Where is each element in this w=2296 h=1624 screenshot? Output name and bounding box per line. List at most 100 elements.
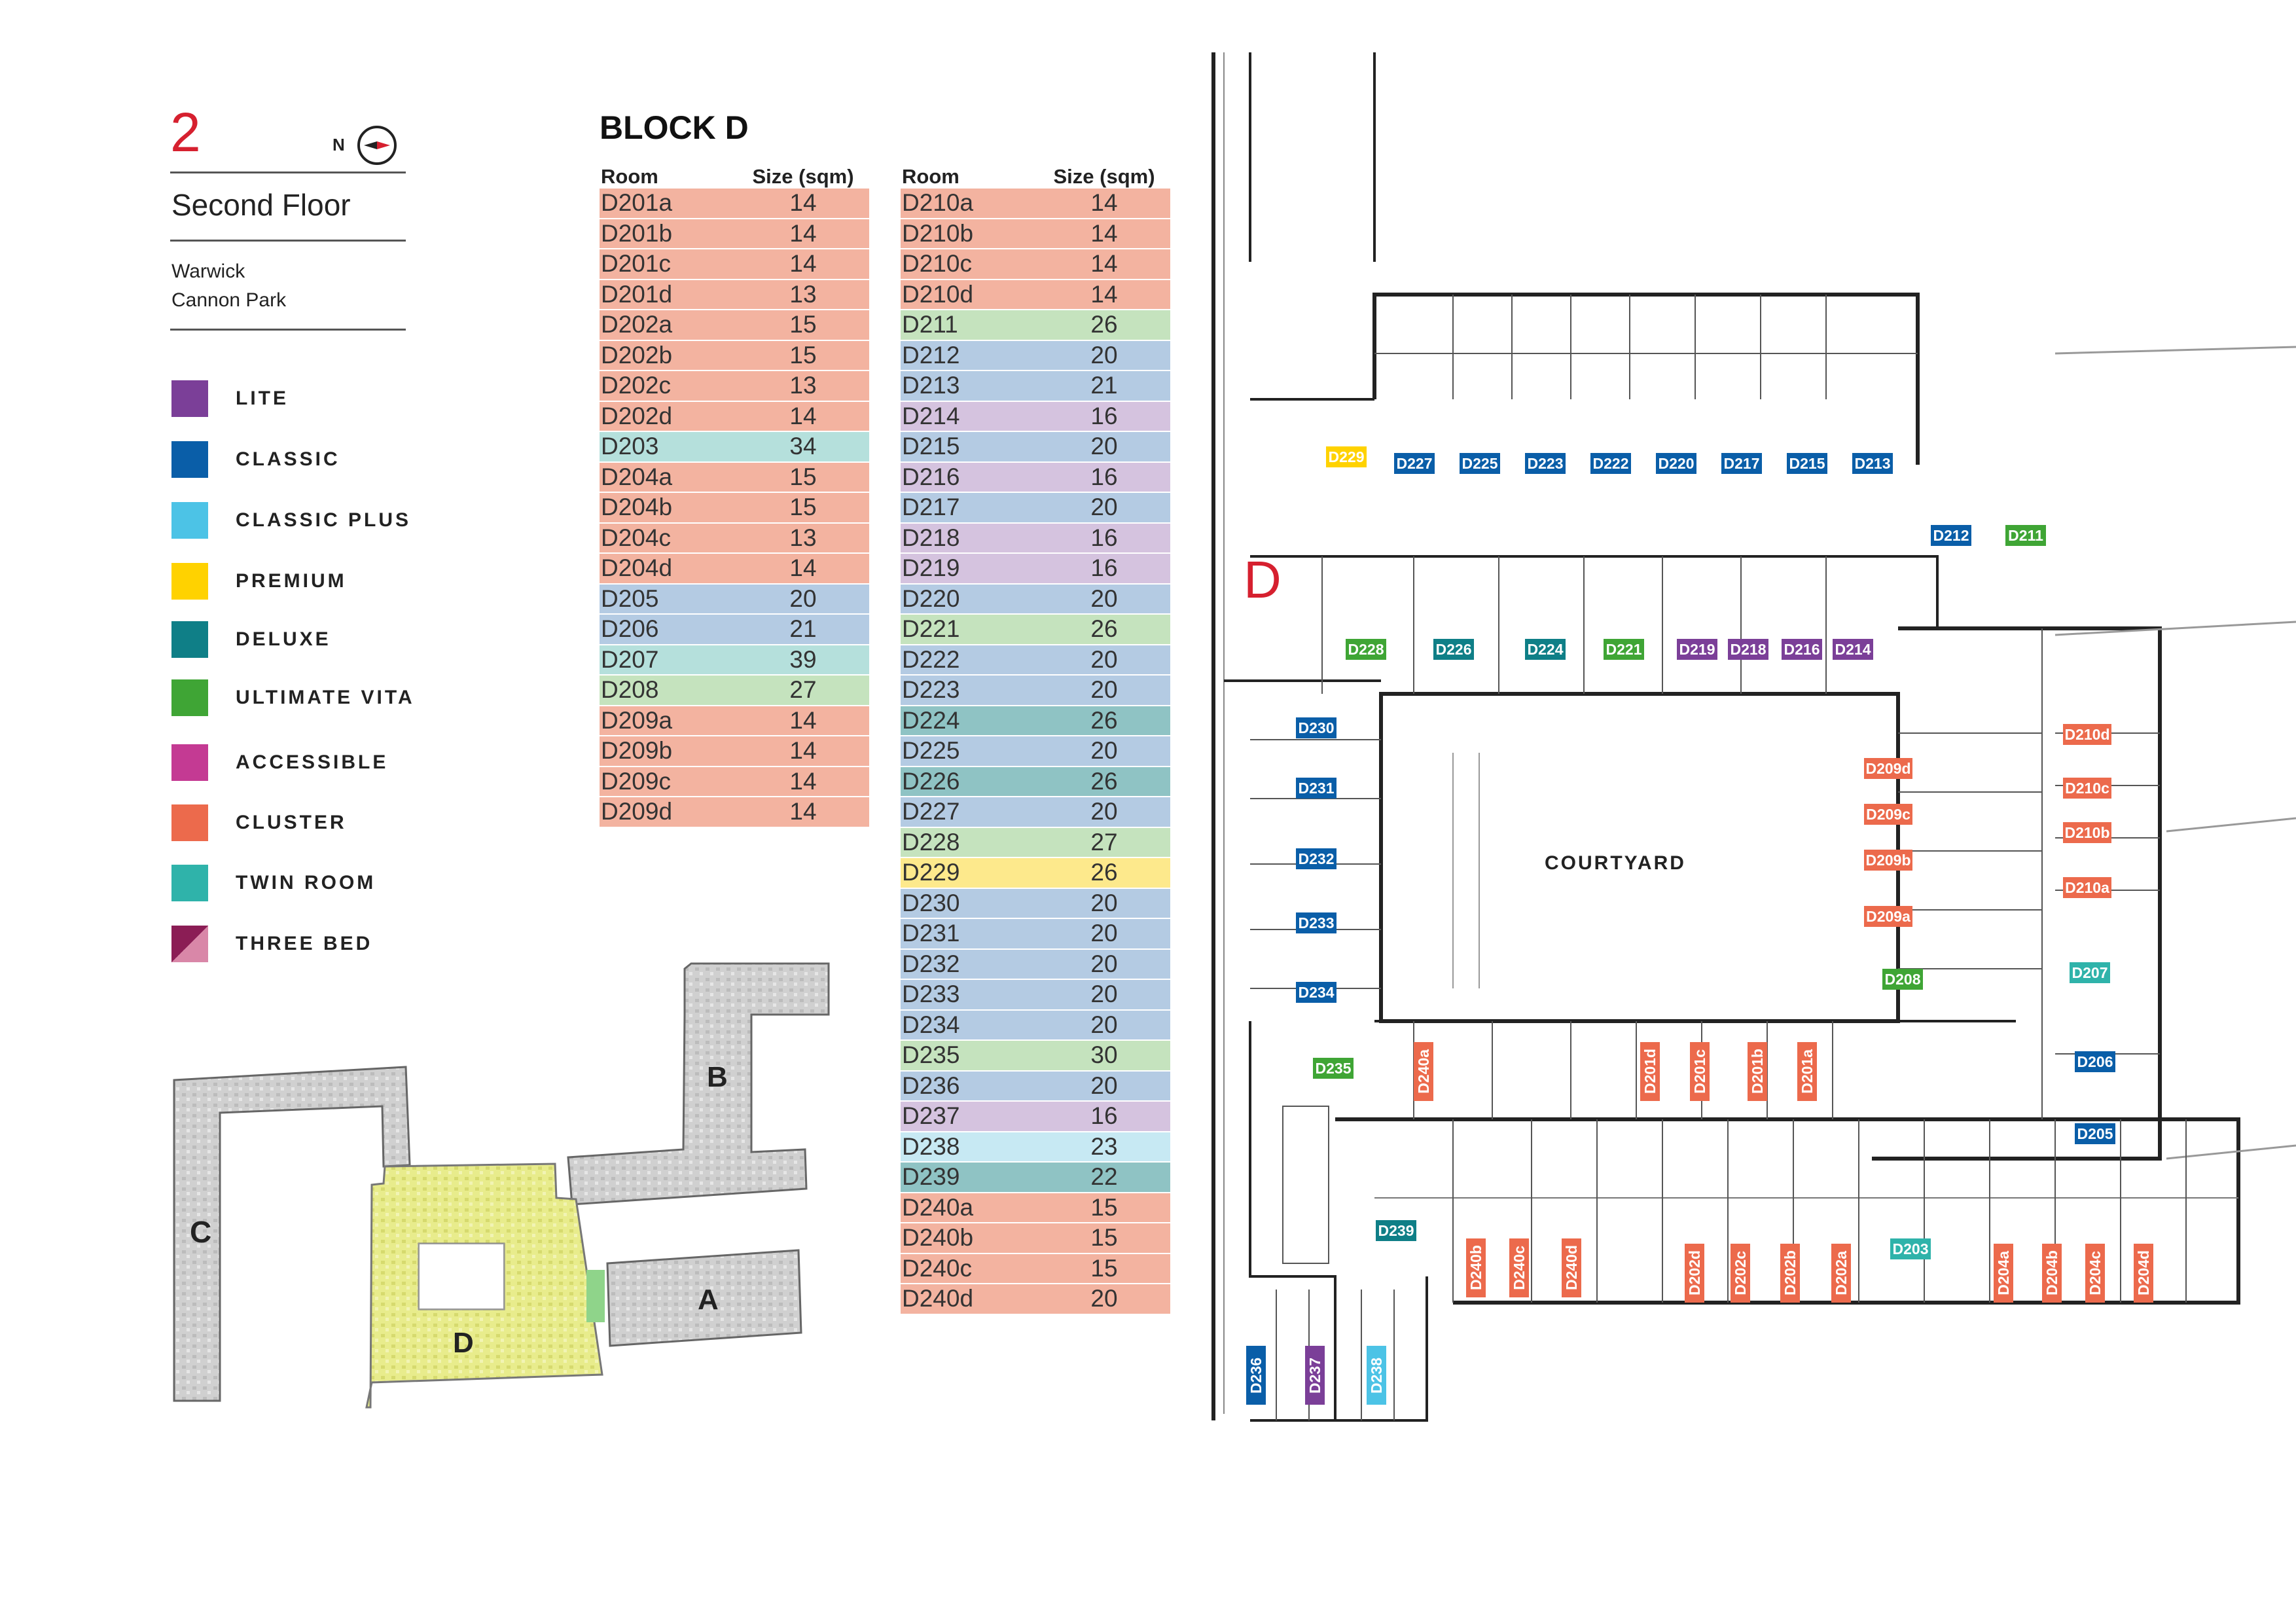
room-size-cell: 20: [1037, 736, 1170, 767]
compass-icon: N: [332, 126, 397, 165]
location-line: Cannon Park: [171, 289, 287, 311]
room-tag-d221: D221: [1604, 639, 1644, 660]
room-size-cell: 14: [736, 249, 869, 280]
room-tag-label: D233: [1298, 914, 1335, 931]
room-size-cell: 20: [1037, 1070, 1170, 1102]
room-size-cell: 20: [1037, 1009, 1170, 1041]
room-size-cell: 20: [1037, 979, 1170, 1011]
room-id-cell: D204a: [600, 461, 736, 493]
room-tag-d202b: D202b: [1780, 1244, 1800, 1303]
room-tag-d240d: D240d: [1562, 1238, 1581, 1297]
room-tag-d210d: D210d: [2063, 724, 2111, 745]
room-tag-label: D226: [1435, 640, 1472, 658]
room-tag-label: D206: [2077, 1053, 2113, 1070]
room-id-cell: D240a: [901, 1192, 1037, 1223]
room-tag-label: D201d: [1641, 1049, 1659, 1094]
room-size-cell: 26: [1037, 857, 1170, 889]
room-tag-d229: D229: [1326, 446, 1367, 467]
room-size-cell: 26: [1037, 766, 1170, 797]
room-id-cell: D233: [901, 979, 1037, 1011]
legend-item: DELUXE: [171, 621, 331, 659]
room-id-cell: D239: [901, 1162, 1037, 1193]
room-id-cell: D232: [901, 948, 1037, 980]
legend-item: THREE BED: [171, 925, 372, 963]
room-tag-label: D218: [1730, 640, 1767, 658]
room-size-cell: 26: [1037, 614, 1170, 645]
room-size-cell: 20: [1037, 888, 1170, 919]
room-tag-label: D240c: [1510, 1246, 1528, 1290]
room-tag-label: D210c: [2065, 779, 2109, 797]
room-tag-d201a: D201a: [1797, 1042, 1817, 1101]
legend-label: PREMIUM: [236, 570, 347, 592]
column-header-room: Room: [902, 165, 960, 188]
room-tag-d210b: D210b: [2063, 822, 2111, 843]
room-size-cell: 20: [1037, 340, 1170, 371]
room-tag-label: D202c: [1731, 1251, 1749, 1295]
room-tag-d205: D205: [2075, 1123, 2115, 1144]
room-tag-label: D212: [1933, 526, 1969, 544]
room-tag-label: D234: [1298, 983, 1335, 1001]
room-tag-d210a: D210a: [2063, 877, 2111, 898]
room-tag-label: D230: [1298, 719, 1335, 736]
room-tag-d204a: D204a: [1994, 1244, 2013, 1303]
room-tag-d240a: D240a: [1414, 1042, 1433, 1101]
room-tag-d201b: D201b: [1748, 1042, 1767, 1101]
room-id-cell: D209a: [600, 705, 736, 736]
room-id-cell: D214: [901, 401, 1037, 432]
room-tag-d206: D206: [2075, 1051, 2115, 1072]
room-size-cell: 27: [736, 675, 869, 706]
room-tag-d216: D216: [1782, 639, 1822, 660]
block-c-shape: [173, 1066, 411, 1402]
room-id-cell: D210d: [901, 279, 1037, 310]
room-tag-d210c: D210c: [2063, 778, 2111, 799]
room-tag-label: D204c: [2086, 1251, 2104, 1295]
room-tag-d233: D233: [1296, 912, 1336, 933]
floor-plan-drawing: [1211, 52, 2296, 1422]
room-size-cell: 14: [736, 189, 869, 219]
room-size-cell: 26: [1037, 705, 1170, 736]
room-size-cell: 26: [1037, 310, 1170, 341]
room-tag-d209b: D209b: [1864, 850, 1912, 871]
room-id-cell: D240d: [901, 1284, 1037, 1315]
divider: [170, 240, 406, 242]
room-size-cell: 20: [1037, 918, 1170, 950]
room-id-cell: D231: [901, 918, 1037, 950]
room-size-cell: 39: [736, 644, 869, 676]
room-tag-label: D209c: [1866, 805, 1910, 823]
room-tag-d225: D225: [1460, 453, 1500, 474]
room-tag-label: D209a: [1866, 907, 1910, 925]
room-tag-label: D232: [1298, 850, 1335, 867]
room-id-cell: D236: [901, 1070, 1037, 1102]
room-tag-label: D214: [1835, 640, 1871, 658]
room-id-cell: D210a: [901, 189, 1037, 219]
room-size-cell: 14: [736, 401, 869, 432]
room-size-cell: 15: [736, 461, 869, 493]
room-size-cell: 21: [1037, 370, 1170, 402]
room-tag-label: D240b: [1467, 1245, 1484, 1291]
room-tag-label: D204d: [2134, 1250, 2152, 1296]
room-tag-label: D229: [1328, 448, 1365, 465]
room-size-cell: 20: [1037, 948, 1170, 980]
room-size-cell: 15: [736, 340, 869, 371]
block-b-shape: [567, 962, 830, 1206]
location-line: Warwick: [171, 261, 245, 282]
room-size-cell: 16: [1037, 401, 1170, 432]
room-tag-label: D209b: [1865, 851, 1911, 869]
room-size-cell: 16: [1037, 461, 1170, 493]
